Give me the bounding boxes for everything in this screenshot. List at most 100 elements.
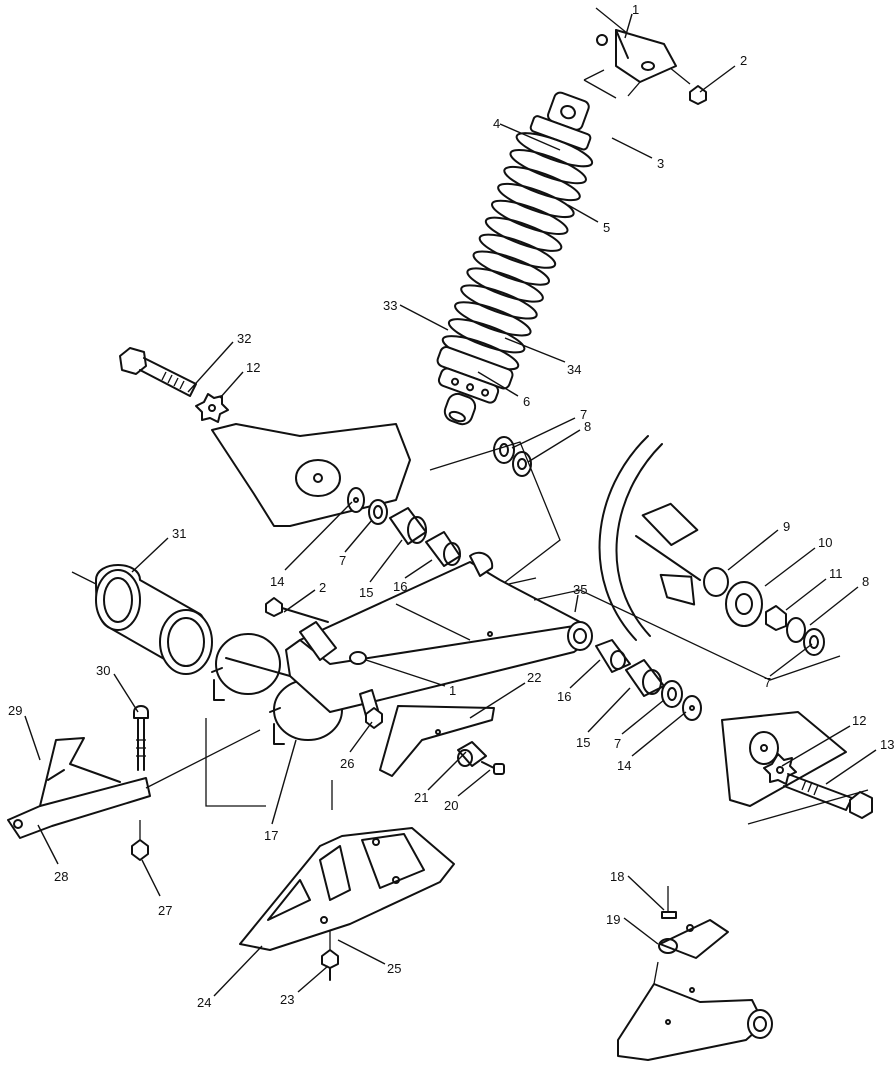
callout-number-2: 2 (319, 580, 326, 595)
callout-number-5: 5 (603, 220, 610, 235)
callout-number-27: 27 (158, 903, 172, 918)
left-star-washer (195, 393, 229, 423)
callout-number-7: 7 (580, 407, 587, 422)
callout-leader-8 (809, 586, 859, 626)
callout-leader-25 (337, 939, 386, 965)
lower-slide-bracket (239, 827, 455, 951)
callout-leader-11 (785, 578, 827, 611)
callout-number-7: 7 (339, 553, 346, 568)
callout-number-4: 4 (493, 116, 500, 131)
right-pivot-bolt (783, 773, 873, 819)
callout-leader-14 (284, 501, 353, 571)
right-star-washer (763, 753, 797, 785)
callout-number-3: 3 (657, 156, 664, 171)
callout-number-15: 15 (359, 585, 373, 600)
callout-leader-17 (271, 739, 297, 825)
callout-number-9: 9 (783, 519, 790, 534)
callout-number-35: 35 (573, 582, 587, 597)
callout-number-22: 22 (527, 670, 541, 685)
front-mount-bracket (7, 729, 261, 839)
callout-number-28: 28 (54, 869, 68, 884)
callout-leader-34 (504, 337, 566, 363)
shock-spring (441, 132, 594, 371)
callout-number-14: 14 (270, 574, 284, 589)
callout-leader-20 (457, 769, 491, 797)
callout-number-18: 18 (610, 869, 624, 884)
callout-leader-29 (24, 715, 41, 761)
callout-leader-7 (344, 519, 373, 553)
idler-bracket (617, 886, 773, 1061)
callout-number-8: 8 (862, 574, 869, 589)
callout-leader-35 (574, 594, 579, 613)
bearing-sleeve (71, 564, 213, 675)
callout-number-6: 6 (523, 394, 530, 409)
left-pivot-washers (347, 487, 461, 567)
callout-number-30: 30 (96, 663, 110, 678)
callout-leader-1 (624, 13, 633, 39)
bolt-23 (321, 949, 339, 981)
callout-leader-23 (297, 965, 329, 993)
left-pivot-bolt (119, 347, 197, 397)
callout-number-17: 17 (264, 828, 278, 843)
spacer-and-bolt (457, 741, 505, 775)
callout-leader-19 (623, 917, 659, 945)
callout-number-23: 23 (280, 992, 294, 1007)
callout-number-26: 26 (340, 756, 354, 771)
upper-pivot-washers (429, 436, 561, 587)
callout-number-24: 24 (197, 995, 211, 1010)
right-pivot-stack (595, 639, 702, 721)
callout-number-15: 15 (576, 735, 590, 750)
callout-number-12: 12 (852, 713, 866, 728)
rear-wheel-arc (598, 435, 663, 641)
callout-leader-2 (699, 65, 736, 93)
upper-shock-bracket (583, 7, 707, 105)
callout-leader-30 (113, 673, 139, 713)
callout-leader-4 (499, 123, 561, 151)
callout-number-21: 21 (414, 790, 428, 805)
nut-26 (365, 707, 383, 729)
nut-27 (131, 820, 149, 861)
callout-leader-15 (587, 687, 631, 733)
callout-leader-18 (627, 875, 665, 911)
callout-number-7: 7 (764, 675, 771, 690)
callout-leader-14 (631, 711, 687, 757)
callout-leader-28 (37, 824, 59, 865)
callout-number-1: 1 (632, 2, 639, 17)
callout-number-34: 34 (567, 362, 581, 377)
callout-leader-16 (404, 559, 433, 579)
callout-leader-21 (427, 751, 467, 791)
callout-leader-22 (469, 682, 526, 719)
callout-leader-6 (477, 371, 519, 397)
callout-leader-27 (141, 859, 161, 897)
callout-leader-24 (213, 945, 263, 997)
callout-leader-8 (527, 429, 581, 463)
callout-number-19: 19 (606, 912, 620, 927)
callout-number-33: 33 (383, 298, 397, 313)
shock-absorber (436, 91, 594, 426)
callout-leader-16 (569, 659, 601, 689)
callout-leader-32 (187, 341, 234, 393)
callout-leader-1 (365, 659, 446, 687)
callout-leader-15 (369, 539, 403, 583)
callout-number-13: 13 (880, 737, 894, 752)
wheel-axle-set (533, 502, 841, 681)
callout-leader-5 (567, 204, 599, 223)
callout-number-16: 16 (393, 579, 407, 594)
callout-leader-33 (399, 304, 449, 331)
callout-number-8: 8 (584, 419, 591, 434)
callout-leader-26 (349, 721, 373, 753)
callout-number-2: 2 (740, 53, 747, 68)
callout-leader-2 (283, 589, 316, 613)
swing-arm (225, 551, 593, 717)
callout-number-12: 12 (246, 360, 260, 375)
callout-number-31: 31 (172, 526, 186, 541)
callout-leader-12 (781, 725, 851, 767)
torque-link-bracket (379, 705, 495, 777)
callout-number-32: 32 (237, 331, 251, 346)
callout-leader-12 (219, 371, 244, 399)
callout-number-14: 14 (617, 758, 631, 773)
bolt-30 (133, 705, 149, 771)
callout-number-16: 16 (557, 689, 571, 704)
